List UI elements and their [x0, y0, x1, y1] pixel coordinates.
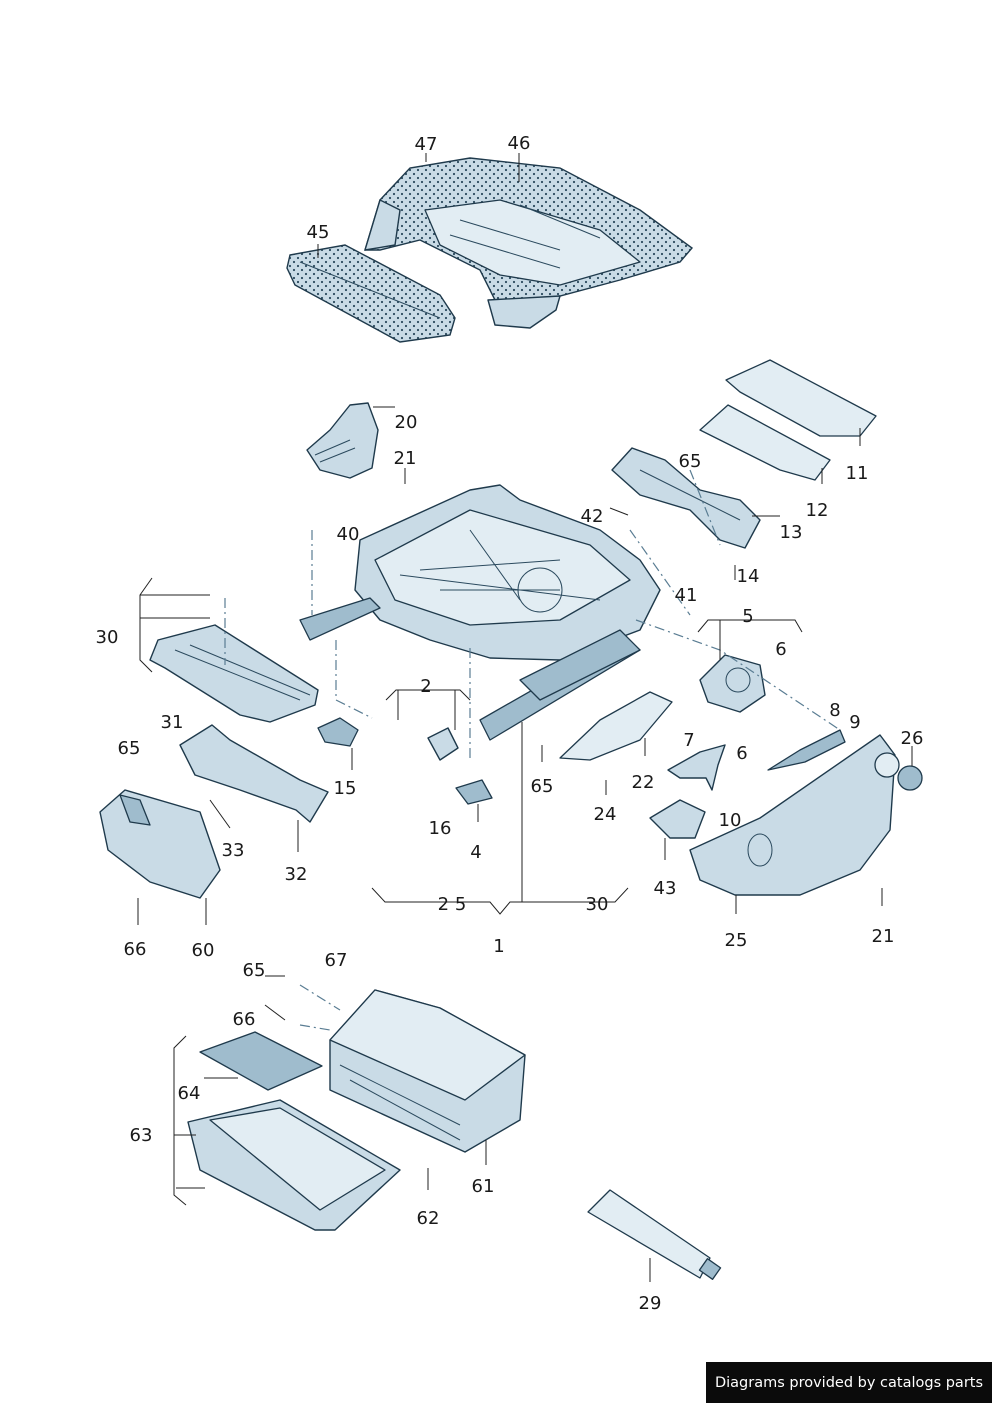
callout-label: 66: [233, 1009, 256, 1030]
callout-label: 62: [417, 1208, 440, 1229]
seat-frame-part: [299, 484, 661, 741]
callout-label: 22: [632, 772, 655, 793]
callout-label: 11: [846, 463, 869, 484]
callout-label: 21: [394, 448, 417, 469]
callout-label: 30: [96, 627, 119, 648]
callout-label: 40: [337, 524, 360, 545]
callout-label: 14: [737, 566, 760, 587]
cable-part: [559, 691, 673, 761]
callout-label: 31: [161, 712, 184, 733]
assembly-lines: [224, 469, 841, 1031]
storage-box-part: [329, 989, 526, 1153]
drawer-housing-part: [99, 789, 221, 899]
callout-label: 12: [806, 500, 829, 521]
callout-label: 63: [130, 1125, 153, 1146]
callout-label: 64: [178, 1083, 201, 1104]
callout-label: 6: [736, 743, 747, 764]
grease-tube-part: [587, 1189, 722, 1280]
callout-label: 47: [415, 134, 438, 155]
handle-part: [667, 744, 726, 791]
callout-label: 41: [675, 585, 698, 606]
callout-label: 45: [307, 222, 330, 243]
callout-label: 2: [420, 676, 431, 697]
link-part: [767, 729, 846, 771]
front-trim-part: [179, 724, 329, 823]
callout-label: 1: [493, 936, 504, 957]
drawer-part: [187, 1099, 401, 1231]
lever-part: [317, 717, 359, 747]
lower-panel-part: [149, 624, 319, 723]
callout-label: 30: [586, 894, 609, 915]
callout-label: 26: [901, 728, 924, 749]
knob-part: [455, 779, 493, 805]
cap-part: [897, 765, 923, 791]
callout-label: 15: [334, 778, 357, 799]
rail-cover-part: [699, 359, 877, 481]
callout-label: 2 5: [438, 894, 467, 915]
callout-label: 5: [742, 606, 753, 627]
callout-label: 33: [222, 840, 245, 861]
callout-label: 20: [395, 412, 418, 433]
mat-part: [199, 1031, 323, 1091]
callout-label: 65: [531, 776, 554, 797]
adjuster-bracket-part: [611, 447, 761, 549]
callout-label: 8: [829, 700, 840, 721]
leader-lines: [137, 153, 913, 1282]
callout-label: 6: [775, 639, 786, 660]
callout-label: 10: [719, 810, 742, 831]
callout-label: 24: [594, 804, 617, 825]
side-bracket-part: [306, 402, 379, 479]
credit-banner: Diagrams provided by catalogs parts: [706, 1362, 992, 1403]
callout-label: 29: [639, 1293, 662, 1314]
callout-label: 65: [243, 960, 266, 981]
seat-cushion-part: [364, 157, 694, 329]
motor-part: [699, 654, 766, 713]
callout-label: 60: [192, 940, 215, 961]
switch-part: [427, 727, 459, 761]
callout-label: 4: [470, 842, 481, 863]
side-trim-part: [689, 734, 900, 896]
callout-label: 61: [472, 1176, 495, 1197]
callout-label: 25: [725, 930, 748, 951]
callout-label: 32: [285, 864, 308, 885]
callout-label: 13: [780, 522, 803, 543]
actuator-part: [649, 799, 706, 839]
callout-label: 21: [872, 926, 895, 947]
callout-label: 65: [118, 738, 141, 759]
callout-label: 43: [654, 878, 677, 899]
callout-label: 16: [429, 818, 452, 839]
callout-label: 7: [683, 730, 694, 751]
callout-label: 65: [679, 451, 702, 472]
callout-label: 67: [325, 950, 348, 971]
callout-label: 46: [508, 133, 531, 154]
front-cushion-part: [286, 244, 456, 343]
callout-label: 9: [849, 712, 860, 733]
callout-labels: 47 46 45 20 21 11 65 42 12 13 40 14 30 4…: [96, 133, 924, 1314]
callout-label: 66: [124, 939, 147, 960]
callout-label: 42: [581, 506, 604, 527]
